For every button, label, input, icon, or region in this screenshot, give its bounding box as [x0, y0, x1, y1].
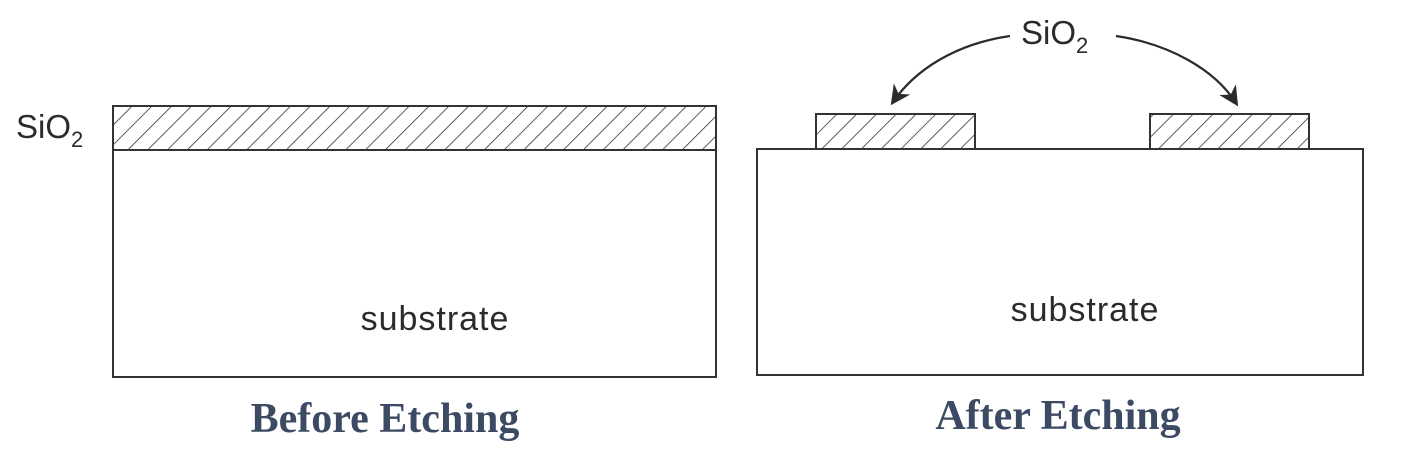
after-oxide-block-right [1149, 113, 1310, 150]
after-substrate [756, 148, 1364, 376]
before-oxide-layer [112, 105, 717, 151]
before-oxide-label-subscript: 2 [71, 127, 83, 152]
after-oxide-label-subscript: 2 [1076, 33, 1088, 58]
before-substrate [112, 149, 717, 378]
arrow-left-icon [890, 34, 1011, 106]
after-etching-panel: SiO2 substrate After Etching [756, 14, 1364, 439]
before-substrate-label: substrate [361, 300, 510, 338]
before-caption: Before Etching [251, 396, 520, 442]
after-substrate-label: substrate [1011, 291, 1160, 329]
after-oxide-block-left [815, 113, 976, 150]
after-oxide-label-base: SiO [1021, 14, 1076, 51]
after-oxide-label: SiO2 [1021, 14, 1088, 58]
arrow-right-icon [1115, 34, 1239, 107]
before-etching-panel: SiO2 substrate Before Etching [16, 105, 717, 442]
after-caption: After Etching [935, 393, 1180, 439]
before-oxide-label-base: SiO [16, 108, 71, 145]
before-oxide-label: SiO2 [16, 108, 83, 152]
